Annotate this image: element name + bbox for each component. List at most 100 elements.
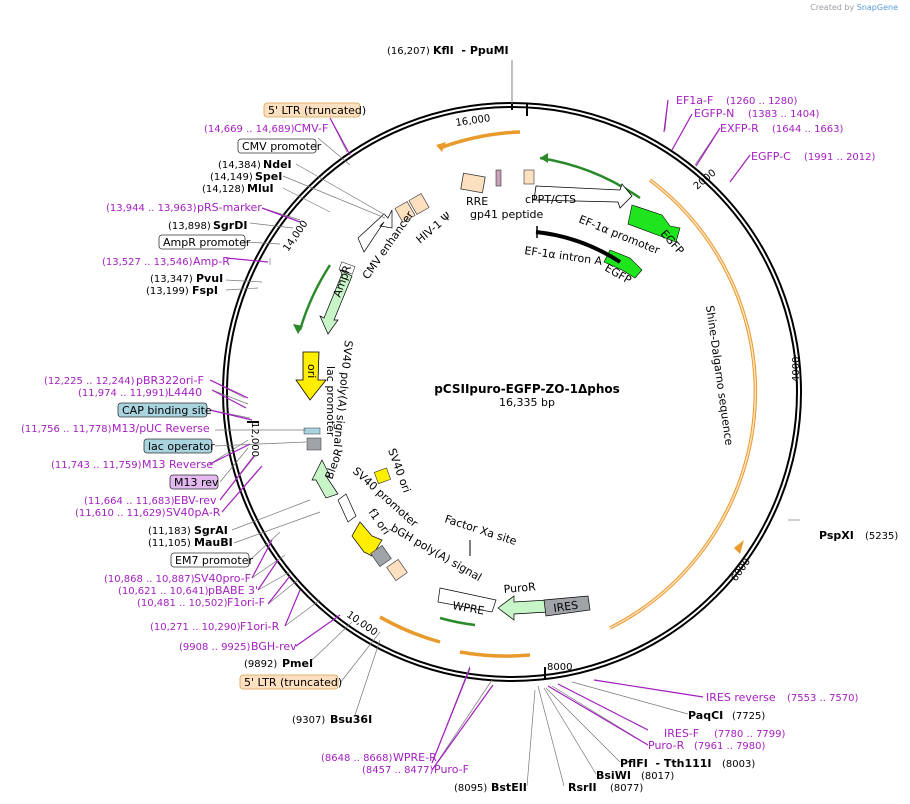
box-cmv-promoter-label: CMV promoter — [242, 140, 322, 153]
primer-ebv-pos: (11,664 .. 11,683) — [84, 496, 175, 507]
feature-label-ampr: AmpR — [331, 263, 355, 299]
primer-pbabe-name: pBABE 3' — [208, 584, 258, 597]
box-m13rev-label: M13 rev — [174, 476, 219, 489]
primer-ef1af-name: EF1a-F — [676, 94, 713, 107]
tick-label-2000: 2000 — [692, 168, 719, 193]
feature-label-wpre: WPRE — [451, 599, 485, 617]
tick-label-16000: 16,000 — [455, 113, 491, 129]
tick-label-6000: 6000 — [729, 557, 753, 584]
enzyme-ndei-pos: (14,384) — [218, 160, 261, 171]
primer-f1orif-pos: (10,481 .. 10,502) — [137, 598, 228, 609]
primer-ef1af-pos: (1260 .. 1280) — [726, 96, 798, 107]
primer-prs-name: pRS-marker — [197, 201, 262, 214]
arc-head-2 — [436, 142, 446, 152]
arc-top — [439, 130, 521, 150]
feature-gp41 — [495, 169, 502, 187]
primer-iresrev-pos: (7553 .. 7570) — [787, 693, 859, 704]
feature-label-sv40ori: SV40 ori — [385, 447, 413, 495]
feature-sv40ori — [373, 467, 392, 485]
box-ltr-top-label: 5' LTR (truncated) — [268, 104, 366, 117]
enzyme-kfli-pos: (16,207) — [387, 46, 430, 57]
primer-sv40pa-pos: (11,610 .. 11,629) — [75, 508, 166, 519]
enzyme-fspi-name: FspI — [192, 284, 218, 297]
enzyme-bsiwi-pos: (8017) — [641, 771, 674, 782]
tick-label-4000: 4000 — [791, 357, 802, 382]
arc-head-1 — [734, 540, 744, 554]
feature-label-factorxa: Factor Xa site — [443, 512, 518, 548]
enzyme-paqci-name: PaqCI — [688, 709, 723, 722]
primer-puror-pos: (7961 .. 7980) — [694, 741, 766, 752]
primer-egfpn-name: EGFP-N — [694, 107, 734, 120]
box-ltr-bottom — [239, 674, 339, 690]
feature-sv40prom — [337, 493, 357, 523]
primer-egfpc-name: EGFP-C — [751, 150, 791, 163]
feature-ampr — [319, 269, 353, 335]
primer-l4440-pos: (11,974 .. 11,991) — [78, 388, 169, 399]
feature-ires — [543, 595, 591, 617]
enzyme-sgrdi-name: SgrDI — [213, 219, 247, 232]
plasmid-name: pCSIIpuro-EGFP-ZO-1Δphos — [434, 382, 620, 396]
primer-iresrev-name: IRES reverse — [706, 691, 776, 704]
primer-exfpr-pos: (1644 .. 1663) — [772, 124, 844, 135]
feature-label-bleor: BleoR — [323, 446, 346, 481]
feature-label-cppt: cPPT/CTS — [525, 193, 576, 206]
primer-egfpc-pos: (1991 .. 2012) — [804, 152, 876, 163]
enzyme-pvui-pos: (13,347) — [150, 274, 193, 285]
primer-wprer-name: WPRE-R — [393, 751, 437, 764]
feature-label-shine: Shine-Dalgarno sequence — [703, 305, 736, 447]
feature-wpre — [437, 587, 497, 613]
feature-cap-site — [303, 427, 321, 435]
feature-label-ori: ori — [305, 364, 318, 378]
enzyme-maubi-name: MauBI — [194, 536, 233, 549]
enzyme-mlui-name: MluI — [247, 182, 274, 195]
primer-m13puc-name: M13/pUC Reverse — [112, 422, 210, 435]
primer-purof-name: Puro-F — [434, 763, 469, 776]
feature-label-rre: RRE — [466, 195, 488, 208]
tick-label-14000: 14,000 — [281, 219, 310, 254]
primer-ampr-name: Amp-R — [193, 255, 230, 268]
plasmid-length: 16,335 bp — [499, 396, 555, 409]
box-m13rev — [169, 474, 219, 490]
primer-bgh-name: BGH-rev — [251, 640, 297, 653]
feature-egfp-1 — [627, 204, 681, 243]
enzyme-sgrai-name: SgrAI — [194, 524, 228, 537]
enzyme-pmei-name: PmeI — [282, 657, 313, 670]
primer-ampr-pos: (13,527 .. 13,546) — [102, 257, 193, 268]
enzyme-paqci-pos: (7725) — [732, 711, 765, 722]
primer-prs-pos: (13,944 .. 13,963) — [106, 203, 197, 214]
primer-bgh-pos: (9908 .. 9925) — [179, 642, 251, 653]
primer-puror-name: Puro-R — [648, 739, 685, 752]
enzyme-rsrii-pos: (8077) — [610, 783, 643, 794]
enzyme-bsu36i-pos: (9307) — [292, 715, 325, 726]
tick-label-12000: 12,000 — [249, 422, 260, 457]
enzyme-bsu36i-name: Bsu36I — [330, 713, 372, 726]
arc-ltr-bottom — [379, 615, 441, 644]
primer-leaders — [209, 99, 751, 771]
primer-wprer-pos: (8648 .. 8668) — [321, 753, 393, 764]
primer-ebv-name: EBV-rev — [174, 494, 217, 507]
enzyme-bsiwi-name: BsiWI — [596, 769, 631, 782]
box-ltr-top — [263, 102, 361, 118]
feature-cmv-enhancer — [357, 209, 393, 253]
enzyme-pspxi-name: PspXI — [819, 529, 854, 542]
enzyme-rsrii-name: RsrII — [568, 781, 597, 794]
box-em7-promoter-label: EM7 promoter — [175, 554, 253, 567]
primer-sv40pa-name: SV40pA-R — [166, 506, 221, 519]
feature-ef1a-intron — [535, 230, 622, 264]
enzyme-spei-pos: (14,149) — [210, 172, 253, 183]
credit-prefix: Created by — [810, 3, 855, 12]
primer-m13rev-pos: (11,743 .. 11,759) — [51, 460, 142, 471]
primer-l4440-name: L4440 — [168, 386, 202, 399]
enzyme-ndei-name: NdeI — [263, 158, 292, 171]
feature-f1ori — [351, 521, 383, 557]
feature-label-hiv: HIV-1 Ψ — [414, 209, 454, 246]
feature-label-lacprom: lac promoter — [324, 366, 337, 437]
box-cap-binding-label: CAP binding site — [122, 404, 212, 417]
feature-ampr-promoter — [338, 261, 356, 275]
primer-sv40pro-pos: (10,868 .. 10,887) — [104, 574, 195, 585]
feature-label-ires: IRES — [553, 599, 579, 615]
feature-label-egfp-1: EGFP — [658, 227, 687, 257]
feature-ori — [295, 351, 327, 401]
primer-pbr-name: pBR322ori-F — [136, 374, 204, 387]
